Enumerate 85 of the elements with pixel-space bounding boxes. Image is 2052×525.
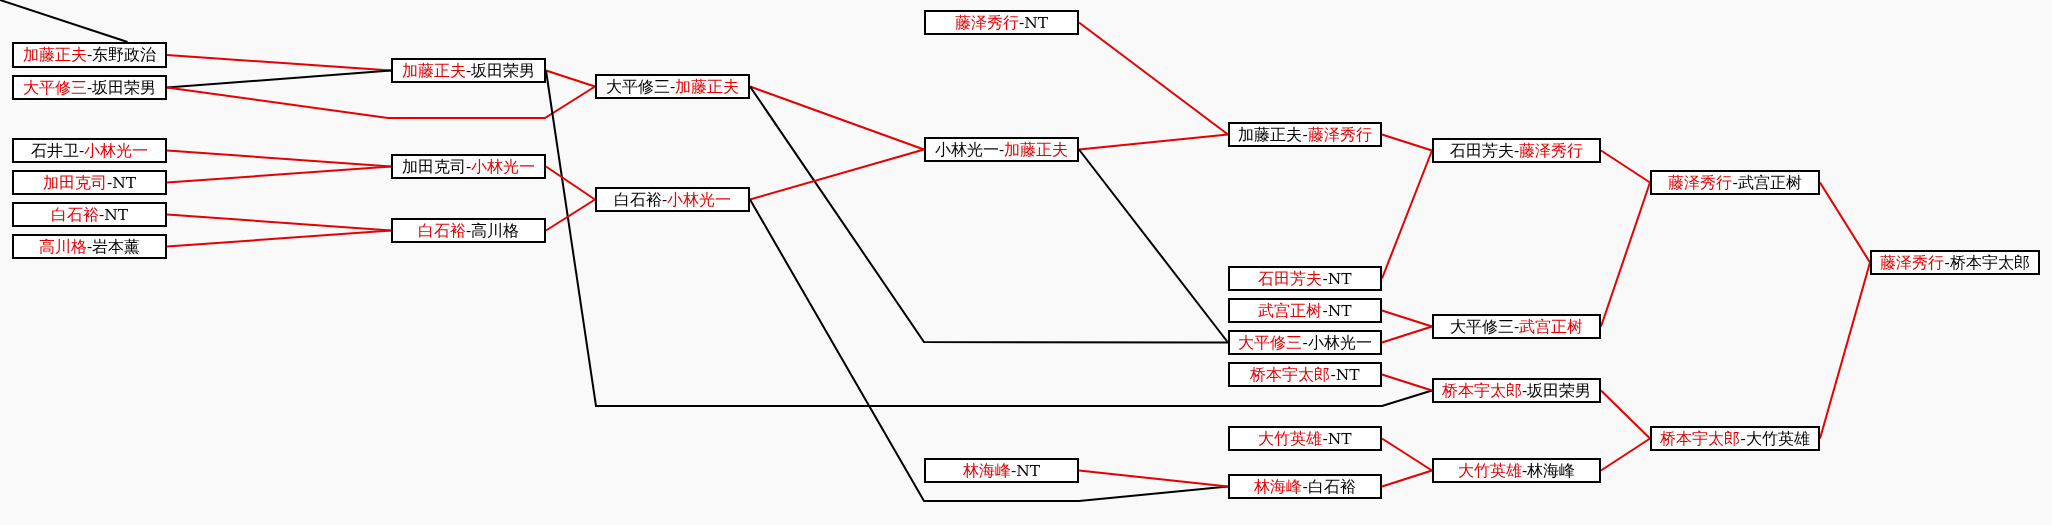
match-box	[924, 10, 1079, 35]
match-box	[12, 170, 167, 195]
match-box	[391, 58, 546, 83]
bracket-line	[749, 85, 1229, 344]
match-text: 大平修三-坂田荣男	[22, 78, 157, 97]
match-box	[12, 202, 167, 227]
match-text: 石井卫-小林光一	[30, 141, 149, 160]
match-text: 藤泽秀行-桥本宇太郎	[1880, 253, 2030, 272]
match-box	[1228, 474, 1382, 499]
bracket-line	[1078, 148, 1229, 344]
match-text: 藤泽秀行-武宫正树	[1668, 173, 1802, 192]
match-text: 加田克司-小林光一	[401, 157, 536, 176]
bracket-line	[1078, 133, 1229, 151]
match-box	[1432, 458, 1601, 483]
bracket-line	[749, 198, 1229, 502]
match-text: 高川格-岩本薰	[38, 237, 141, 256]
match-box	[1228, 426, 1382, 451]
match-text: 加田克司-NT	[42, 173, 137, 192]
match-text: 武宫正树-NT	[1258, 301, 1352, 320]
bracket-line	[1381, 469, 1433, 488]
bracket-line	[749, 148, 925, 201]
match-box	[391, 218, 546, 243]
bracket-line	[166, 213, 392, 232]
bracket-line	[166, 54, 392, 72]
match-box	[1228, 122, 1382, 147]
match-box	[1870, 250, 2040, 275]
match-box	[1432, 314, 1601, 339]
match-box	[1432, 138, 1601, 163]
bracket-line	[1381, 309, 1433, 328]
bracket-line	[749, 85, 925, 151]
match-box	[924, 137, 1079, 162]
match-box	[12, 75, 167, 100]
match-text: 白石裕-NT	[50, 205, 129, 224]
match-text: 大平修三-加藤正夫	[605, 77, 740, 96]
bracket-line	[166, 85, 596, 119]
match-text: 大竹英雄-林海峰	[1457, 461, 1576, 480]
match-box	[1432, 378, 1601, 403]
match-text: 小林光一-加藤正夫	[934, 140, 1069, 159]
bracket-line	[1600, 389, 1651, 440]
bracket-line	[1078, 21, 1229, 136]
bracket-line	[1381, 437, 1433, 472]
match-text: 白石裕-小林光一	[613, 190, 732, 209]
bracket-line	[1078, 469, 1229, 488]
bracket-line	[0, 0, 129, 43]
bracket-line	[166, 229, 392, 248]
bracket-line	[545, 165, 596, 201]
match-box	[924, 458, 1079, 483]
match-text: 藤泽秀行-NT	[954, 13, 1049, 32]
match-box	[12, 234, 167, 259]
bracket-line	[1819, 181, 1871, 264]
bracket-line	[545, 198, 596, 232]
match-text: 大平修三-小林光一	[1238, 333, 1372, 352]
match-text: 加藤正夫-藤泽秀行	[1238, 125, 1372, 144]
match-box	[1228, 362, 1382, 387]
match-box	[1228, 330, 1382, 355]
match-box	[391, 154, 546, 179]
match-box	[595, 74, 750, 99]
bracket-line	[1381, 373, 1433, 392]
match-text: 大竹英雄-NT	[1258, 429, 1352, 448]
match-text: 林海峰-白石裕	[1254, 477, 1356, 496]
match-text: 加藤正夫-东野政治	[22, 46, 157, 64]
bracket-line	[545, 69, 596, 88]
match-box	[1228, 266, 1382, 291]
match-box	[12, 138, 167, 163]
match-text: 加藤正夫-坂田荣男	[401, 61, 536, 80]
match-text: 桥本宇太郎-大竹英雄	[1660, 429, 1810, 448]
bracket-line	[1600, 149, 1651, 184]
match-text: 桥本宇太郎-NT	[1250, 365, 1360, 384]
match-text: 林海峰-NT	[962, 461, 1041, 480]
match-text: 石田芳夫-藤泽秀行	[1449, 141, 1584, 160]
bracket-line	[166, 69, 392, 89]
match-text: 桥本宇太郎-坂田荣男	[1441, 381, 1592, 400]
bracket-line	[1381, 325, 1433, 344]
match-text: 石田芳夫-NT	[1258, 269, 1352, 288]
bracket-line	[166, 149, 392, 168]
match-box	[12, 42, 167, 68]
match-box	[1650, 170, 1820, 195]
bracket-line	[1600, 437, 1651, 472]
match-box	[1228, 298, 1382, 323]
match-box	[1650, 426, 1820, 451]
bracket-line	[1381, 133, 1433, 152]
match-text: 大平修三-武宫正树	[1449, 317, 1584, 336]
match-box	[595, 187, 750, 212]
bracket-line	[166, 165, 392, 184]
match-text: 白石裕-高川格	[417, 221, 520, 240]
